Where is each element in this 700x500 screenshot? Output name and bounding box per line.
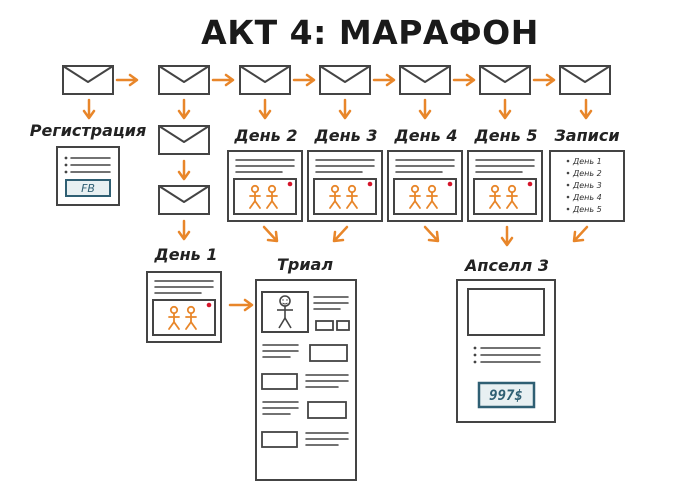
page-title: АКТ 4: МАРАФОН (201, 13, 539, 52)
day4-card (388, 151, 462, 221)
records-item-5: День 5 (572, 205, 602, 214)
envelope-icon (158, 125, 210, 155)
day5-label: День 5 (474, 126, 538, 145)
day3-card (308, 151, 382, 221)
fb-button-label: FB (81, 182, 95, 195)
trial-label: Триал (277, 255, 333, 274)
envelope-icon (399, 65, 451, 95)
day2-label: День 2 (234, 126, 298, 145)
day1-card (147, 272, 221, 342)
upsell-price: 997$ (489, 388, 523, 404)
records-item-4: День 4 (572, 193, 602, 202)
day4-label: День 4 (394, 126, 458, 145)
registration-label: Регистрация (30, 121, 147, 140)
envelope-icon (158, 65, 210, 95)
envelope-icon (158, 185, 210, 215)
records-label: Записи (553, 126, 619, 145)
upsell-page: 997$ (456, 279, 556, 423)
day5-card (468, 151, 542, 221)
arrow-icon (115, 73, 556, 87)
envelope-icon (62, 65, 114, 95)
person-icon (277, 295, 293, 329)
envelope-icon (559, 65, 611, 95)
records-item-2: День 2 (572, 169, 602, 178)
envelope-icon (479, 65, 531, 95)
day2-card (228, 151, 302, 221)
registration-form: FB (56, 146, 120, 206)
trial-page (255, 279, 357, 481)
upsell-price-button (477, 381, 536, 409)
records-card: День 1 День 2 День 3 День 4 День 5 (549, 150, 625, 222)
arrow-icon (82, 98, 593, 241)
envelope-icon (239, 65, 291, 95)
arrow-icon (228, 225, 589, 312)
envelope-icon (319, 65, 371, 95)
records-item-3: День 3 (572, 181, 602, 190)
day1-label: День 1 (154, 245, 218, 264)
records-item-1: День 1 (572, 157, 602, 166)
day3-label: День 3 (314, 126, 378, 145)
fb-button (65, 179, 111, 197)
upsell-label: Апселл 3 (463, 256, 549, 275)
